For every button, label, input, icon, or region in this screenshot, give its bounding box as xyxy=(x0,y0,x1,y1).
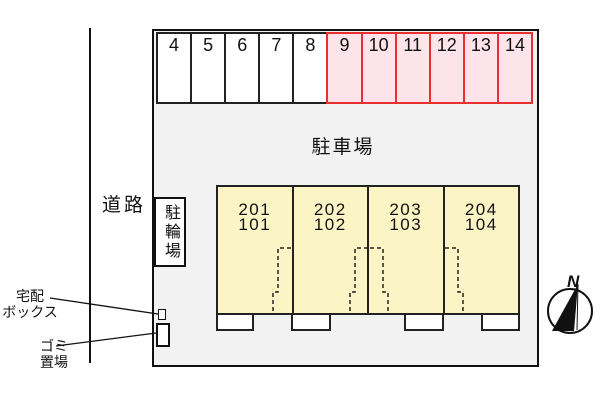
unit-lower-number: 103 xyxy=(389,215,423,234)
entry-porch xyxy=(291,313,331,331)
parking-space-10: 10 xyxy=(360,32,397,104)
garbage-area-marker xyxy=(156,323,170,347)
unit-lower-number: 104 xyxy=(464,215,498,234)
delivery-box-label-line2: ボックス xyxy=(2,304,58,320)
garbage-area-label-line1: ゴミ xyxy=(40,338,68,354)
delivery-box-label-line1: 宅配 xyxy=(16,288,44,304)
compass-needle-edge xyxy=(576,283,579,331)
road-label: 道路 xyxy=(101,195,146,216)
unit-upper-number: 204 xyxy=(464,200,498,219)
compass-circle xyxy=(547,288,593,334)
parking-space-5: 5 xyxy=(190,32,227,104)
parking-space-14: 14 xyxy=(496,32,534,104)
parking-space-11: 11 xyxy=(394,32,431,104)
entry-porch xyxy=(481,313,520,331)
garbage-area-label-line2: 置場 xyxy=(40,354,68,370)
delivery-box-marker xyxy=(158,309,166,320)
road-boundary-line xyxy=(89,28,91,363)
unit-upper-number: 201 xyxy=(238,200,272,219)
garbage-area-label: ゴミ 置場 xyxy=(28,338,80,370)
bicycle-parking-box: 駐輪場 xyxy=(154,197,186,267)
parking-space-4: 4 xyxy=(156,32,193,104)
parking-space-9: 9 xyxy=(326,32,363,104)
delivery-box-label: 宅配 ボックス xyxy=(0,288,60,320)
parking-space-13: 13 xyxy=(462,32,499,104)
compass: N xyxy=(547,272,593,334)
entry-porch xyxy=(216,313,254,331)
unit-lower-number: 102 xyxy=(313,215,347,234)
parking-space-12: 12 xyxy=(428,32,465,104)
delivery-box-leader-line xyxy=(49,297,159,315)
parking-space-8: 8 xyxy=(292,32,329,104)
compass-needle xyxy=(552,284,578,331)
unit-upper-number: 202 xyxy=(313,200,347,219)
compass-north-label: N xyxy=(567,272,580,291)
unit-upper-number: 203 xyxy=(389,200,423,219)
parking-lot-label: 駐車場 xyxy=(311,137,375,158)
parking-space-6: 6 xyxy=(224,32,261,104)
bicycle-parking-label: 駐輪場 xyxy=(162,203,179,261)
entry-porch xyxy=(404,313,444,331)
parking-space-7: 7 xyxy=(258,32,295,104)
unit-lower-number: 101 xyxy=(238,215,272,234)
